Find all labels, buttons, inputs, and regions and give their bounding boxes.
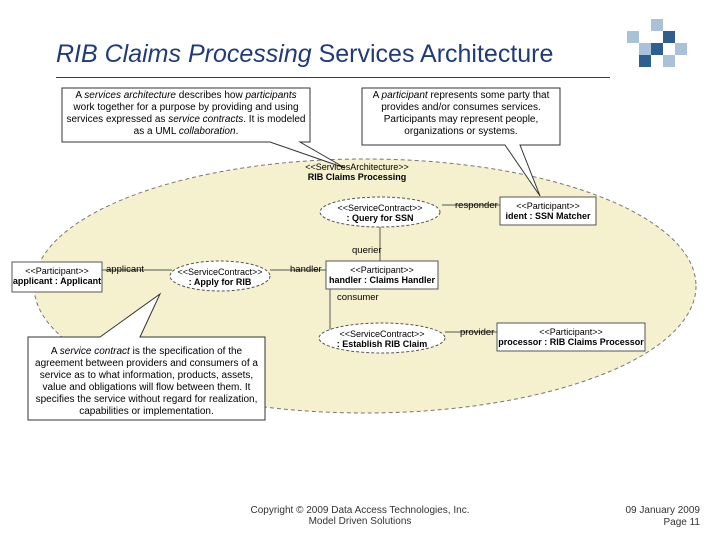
role-applicant: applicant (106, 264, 145, 275)
callout-participant-shape (361, 87, 561, 197)
participant-handler-box (325, 260, 439, 290)
callout-service-contract-text: A service contract is the specification … (35, 346, 258, 417)
role-provider: provider (460, 327, 495, 338)
callout-services-architecture-text: A services architecture describes how pa… (66, 90, 306, 137)
contract-query-label: <<ServiceContract>> : Query for SSN (337, 203, 423, 223)
callout-participant-text: A participant represents some party that… (372, 90, 550, 137)
participant-processor-label: <<Participant>> processor : RIB Claims P… (498, 327, 644, 347)
contract-apply-ellipse (169, 260, 271, 292)
contract-establish-label: <<ServiceContract>> : Establish RIB Clai… (336, 329, 428, 349)
participant-ident-label: <<Participant>> ident : SSN Matcher (505, 201, 591, 221)
company-logo-icon (627, 19, 687, 67)
role-consumer: consumer (337, 292, 379, 303)
footer-copyright: Copyright © 2009 Data Access Technologie… (250, 505, 470, 527)
participant-applicant-label: <<Participant>> applicant : Applicant (12, 266, 102, 286)
contract-query-ellipse (319, 196, 441, 228)
architecture-label: <<ServicesArchitecture>> RIB Claims Proc… (305, 162, 409, 182)
connectors (100, 204, 500, 333)
footer-date-page: 09 January 2009 Page 11 (625, 505, 700, 528)
title-underline (56, 77, 610, 78)
participant-ident-box (499, 196, 597, 226)
contract-establish-ellipse (318, 322, 446, 354)
role-querier: querier (352, 245, 382, 256)
page-title: RIB Claims Processing Services Architect… (56, 40, 554, 68)
callout-service-contract-shape (27, 292, 266, 421)
participant-applicant-box (11, 261, 103, 293)
role-responder: responder (455, 200, 498, 211)
callout-services-architecture-shape (61, 87, 346, 169)
participant-processor-box (496, 322, 646, 352)
participant-handler-label: <<Participant>> handler : Claims Handler (328, 265, 436, 285)
role-handler: handler (290, 264, 322, 275)
contract-apply-label: <<ServiceContract>> : Apply for RIB (177, 267, 263, 287)
